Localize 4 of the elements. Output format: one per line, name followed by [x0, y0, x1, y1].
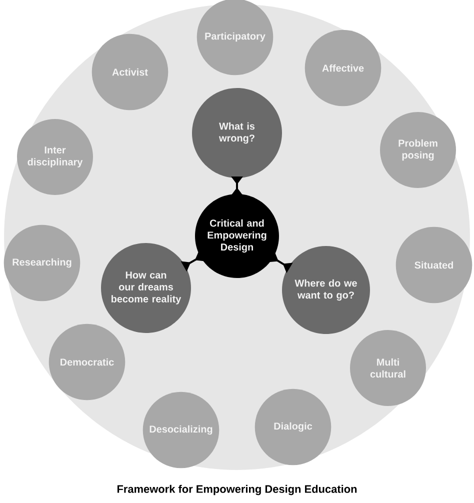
connector [268, 252, 293, 274]
connector [180, 250, 205, 272]
connector [231, 176, 243, 196]
caption: Framework for Empowering Design Education [117, 484, 357, 496]
